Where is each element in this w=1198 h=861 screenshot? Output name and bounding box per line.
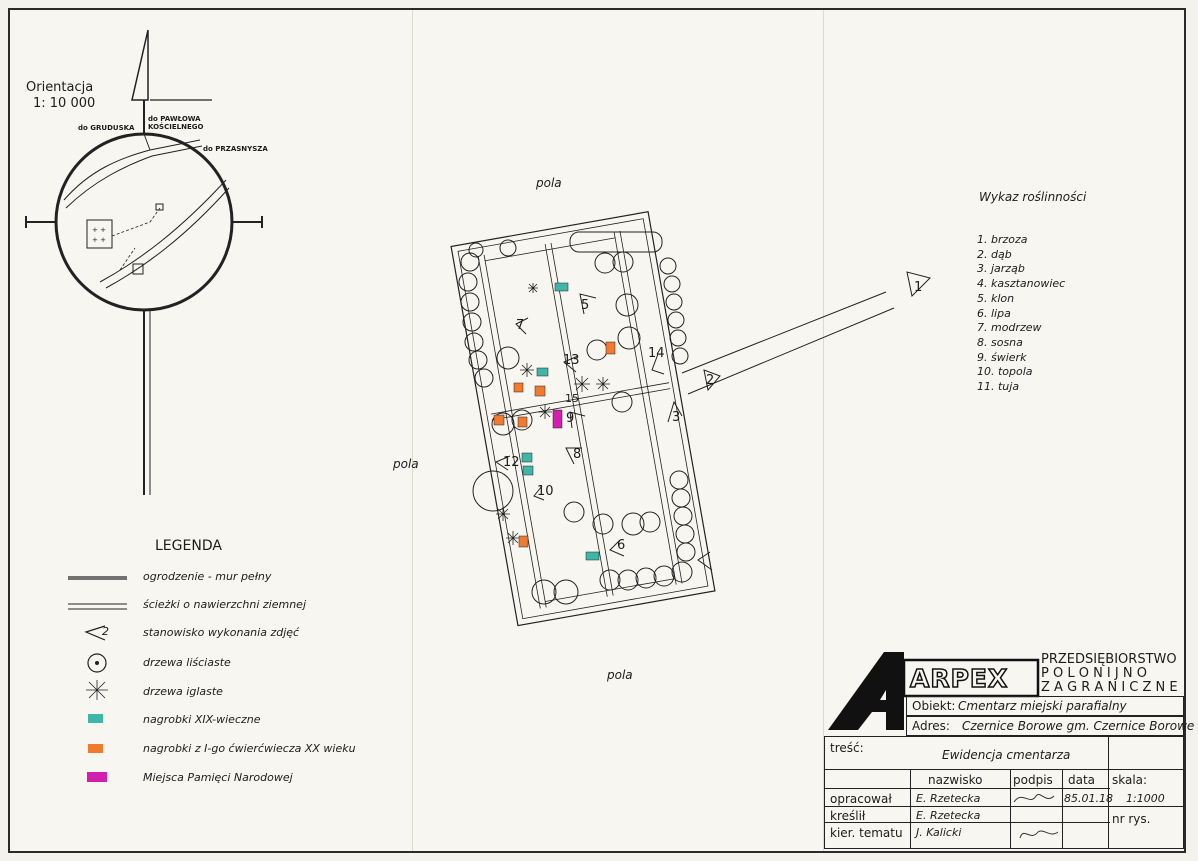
viewpoint-label: 6 — [617, 538, 626, 553]
plant-item: 2. dąb — [977, 247, 1012, 261]
viewpoint-markers — [494, 271, 931, 571]
legend-swatch-xx — [88, 744, 103, 753]
person-name: J. Kalicki — [916, 826, 962, 839]
drawing-number-label: nr rys. — [1112, 812, 1151, 826]
content-row — [824, 736, 1184, 770]
orientation-circle — [25, 99, 263, 495]
viewpoint-label: 10 — [537, 484, 554, 499]
plant-item: 8. sosna — [977, 335, 1023, 349]
address-label: Adres: — [912, 719, 950, 733]
legend-label: drzewa iglaste — [143, 685, 223, 698]
legend-symbols — [68, 576, 127, 700]
legend-symbol-number: 2 — [102, 625, 109, 638]
legend-swatch-xix — [88, 714, 103, 723]
col-name: nazwisko — [928, 773, 983, 787]
coniferous-trees — [496, 283, 610, 545]
grid-line — [1108, 736, 1109, 849]
legend-label: nagrobki z I-go ćwierćwiecza XX wieku — [143, 742, 356, 755]
legend-label: ogrodzenie - mur pełny — [143, 570, 272, 583]
plant-item: 6. lipa — [977, 306, 1011, 320]
grid-line — [824, 822, 1110, 823]
col-sign: podpis — [1013, 773, 1053, 787]
address-row — [906, 716, 1184, 736]
graves-xix — [521, 282, 600, 561]
plant-item: 3. jarząb — [977, 262, 1025, 276]
company-line3: Z A G R A N I C Z N E — [1041, 680, 1178, 695]
graves-memorial — [552, 409, 563, 429]
role-label: kier. tematu — [830, 826, 903, 840]
deciduous-trees — [458, 231, 696, 605]
legend-label: stanowisko wykonania zdjęć — [143, 626, 300, 639]
road-label-przasnysz: do PRZASNYSZA — [203, 145, 268, 153]
viewpoint-label: 12 — [503, 455, 520, 470]
plants-title: Wykaz roślinności — [979, 190, 1087, 204]
person-name: E. Rzetecka — [916, 792, 981, 805]
grid-line — [1062, 770, 1063, 849]
orientation-scale: 1: 10 000 — [33, 96, 96, 111]
legend-swatch-memorial — [87, 772, 107, 782]
address-value: Czernice Borowe gm. Czernice Borowe — [962, 719, 1195, 733]
svg-text:+ +: + + — [92, 226, 106, 234]
plant-item: 5. klon — [977, 291, 1015, 305]
company-line1: PRZEDSIĘBIORSTWO — [1041, 652, 1177, 667]
map-sheet — [8, 8, 1186, 853]
content-value: Ewidencja cmentarza — [942, 748, 1071, 762]
role-label: kreślił — [830, 809, 866, 823]
role-label: opracował — [830, 792, 892, 806]
company-line2: P O L O N I J N O — [1041, 666, 1147, 681]
legend-label: nagrobki XIX-wieczne — [143, 713, 261, 726]
viewpoint-label: 15 — [565, 392, 579, 405]
plant-item: 11. tuja — [977, 380, 1020, 394]
viewpoint-label: 9 — [566, 411, 575, 426]
fold-line — [823, 10, 824, 851]
plant-item: 7. modrzew — [977, 321, 1042, 335]
legend-label: drzewa liściaste — [143, 656, 231, 669]
graves-xx — [493, 341, 616, 548]
grid-line — [1010, 770, 1011, 849]
orientation-title: Orientacja — [26, 80, 94, 95]
viewpoint-label: 7 — [516, 318, 525, 333]
north-arrow — [131, 29, 149, 101]
title-table — [824, 736, 1184, 849]
entrance-path — [681, 291, 895, 395]
plant-item: 10. topola — [977, 365, 1033, 379]
col-scale: skala: — [1112, 773, 1148, 787]
plant-item: 4. kasztanowiec — [977, 277, 1066, 291]
fold-line — [412, 10, 413, 851]
viewpoint-label: 5 — [581, 298, 590, 313]
grid-line — [824, 788, 1110, 789]
field-label-top: pola — [536, 176, 562, 190]
plant-item: 9. świerk — [977, 350, 1027, 364]
cemetery-plan — [450, 211, 716, 627]
viewpoint-label: 14 — [648, 346, 665, 361]
viewpoint-label: 1 — [914, 280, 923, 295]
field-label-bottom: pola — [607, 668, 633, 682]
svg-text:+ +: + + — [92, 236, 106, 244]
content-label: treść: — [830, 741, 864, 755]
viewpoint-label: 3 — [672, 410, 681, 425]
plants-list: 1. brzoza 2. dąb 3. jarząb 4. kasztanowi… — [977, 233, 1065, 395]
object-row — [906, 696, 1184, 716]
grid-line — [1108, 806, 1184, 807]
plant-item: 1. brzoza — [977, 233, 1028, 246]
grid-line — [910, 770, 911, 849]
field-label-left: pola — [393, 457, 419, 471]
legend-title: LEGENDA — [155, 538, 222, 554]
person-name: E. Rzetecka — [916, 809, 981, 822]
date-value: 85.01.18 — [1064, 792, 1113, 805]
grid-line — [824, 806, 1110, 807]
legend-label: ścieżki o nawierzchni ziemnej — [143, 598, 307, 611]
viewpoint-label: 8 — [573, 447, 582, 462]
col-date: data — [1068, 773, 1096, 787]
company-logo-text: ARPEX — [909, 663, 1009, 694]
scale-value: 1:1000 — [1126, 792, 1165, 805]
road-label-grudusk: do GRUDUSKA — [78, 124, 135, 132]
viewpoint-label: 2 — [706, 373, 715, 388]
legend-label: Miejsca Pamięci Narodowej — [143, 771, 293, 784]
road-label-pawlowo: do PAWŁOWA KOŚCIELNEGO — [148, 115, 204, 131]
viewpoint-label: 13 — [563, 353, 580, 368]
object-value: Cmentarz miejski parafialny — [958, 699, 1127, 713]
object-label: Obiekt: — [912, 699, 956, 713]
